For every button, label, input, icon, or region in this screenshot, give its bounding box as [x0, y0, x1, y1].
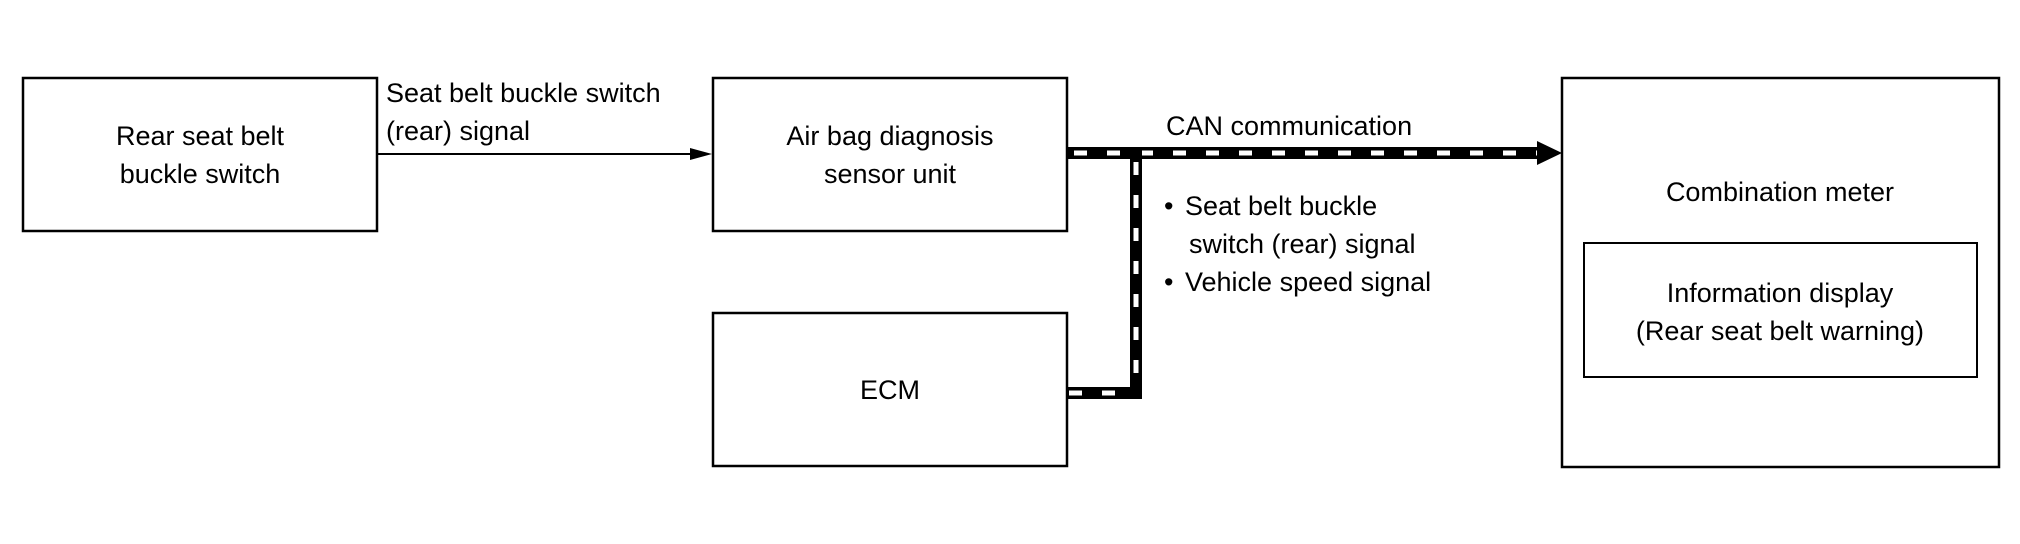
- can-signal-list: • Seat belt buckle switch (rear) signal …: [1164, 191, 1431, 297]
- block-label: Combination meter: [1666, 177, 1894, 207]
- block-air-bag-diagnosis-sensor-unit: Air bag diagnosis sensor unit: [711, 76, 1069, 233]
- arrowhead-icon: [690, 148, 712, 160]
- signal-bullet: •: [1164, 191, 1173, 221]
- block-frame: [21, 76, 379, 233]
- signal-label-line-2: (rear) signal: [386, 116, 530, 146]
- signal-bullet: •: [1164, 267, 1173, 297]
- block-ecm: ECM: [711, 311, 1069, 468]
- block-label-line-1: Air bag diagnosis: [786, 121, 993, 151]
- block-label-line-2: buckle switch: [120, 159, 281, 189]
- can-arrowhead-icon: [1537, 141, 1562, 165]
- can-communication-label: CAN communication: [1166, 111, 1412, 141]
- signal-item-1-line-1: Seat belt buckle: [1185, 191, 1377, 221]
- block-label-line-2: (Rear seat belt warning): [1636, 316, 1924, 346]
- block-combination-meter: Combination meter Information display (R…: [1560, 76, 2001, 469]
- signal-label-line-1: Seat belt buckle switch: [386, 78, 661, 108]
- block-label-line-1: Rear seat belt: [116, 121, 285, 151]
- signal-item-1-line-2: switch (rear) signal: [1189, 229, 1416, 259]
- block-frame: [1583, 242, 1978, 378]
- block-label: ECM: [860, 375, 920, 405]
- block-frame: [711, 76, 1069, 233]
- connection-switch-to-airbag: Seat belt buckle switch (rear) signal: [377, 78, 712, 160]
- signal-item-2-line-1: Vehicle speed signal: [1185, 267, 1431, 297]
- can-bus: CAN communication: [1067, 111, 1562, 399]
- block-rear-seat-belt-buckle-switch: Rear seat belt buckle switch: [21, 76, 379, 233]
- block-information-display: Information display (Rear seat belt warn…: [1583, 242, 1978, 378]
- block-label-line-2: sensor unit: [824, 159, 957, 189]
- can-bus-main-line: [1067, 147, 1539, 159]
- block-label-line-1: Information display: [1667, 278, 1894, 308]
- block-frame: [711, 311, 1069, 468]
